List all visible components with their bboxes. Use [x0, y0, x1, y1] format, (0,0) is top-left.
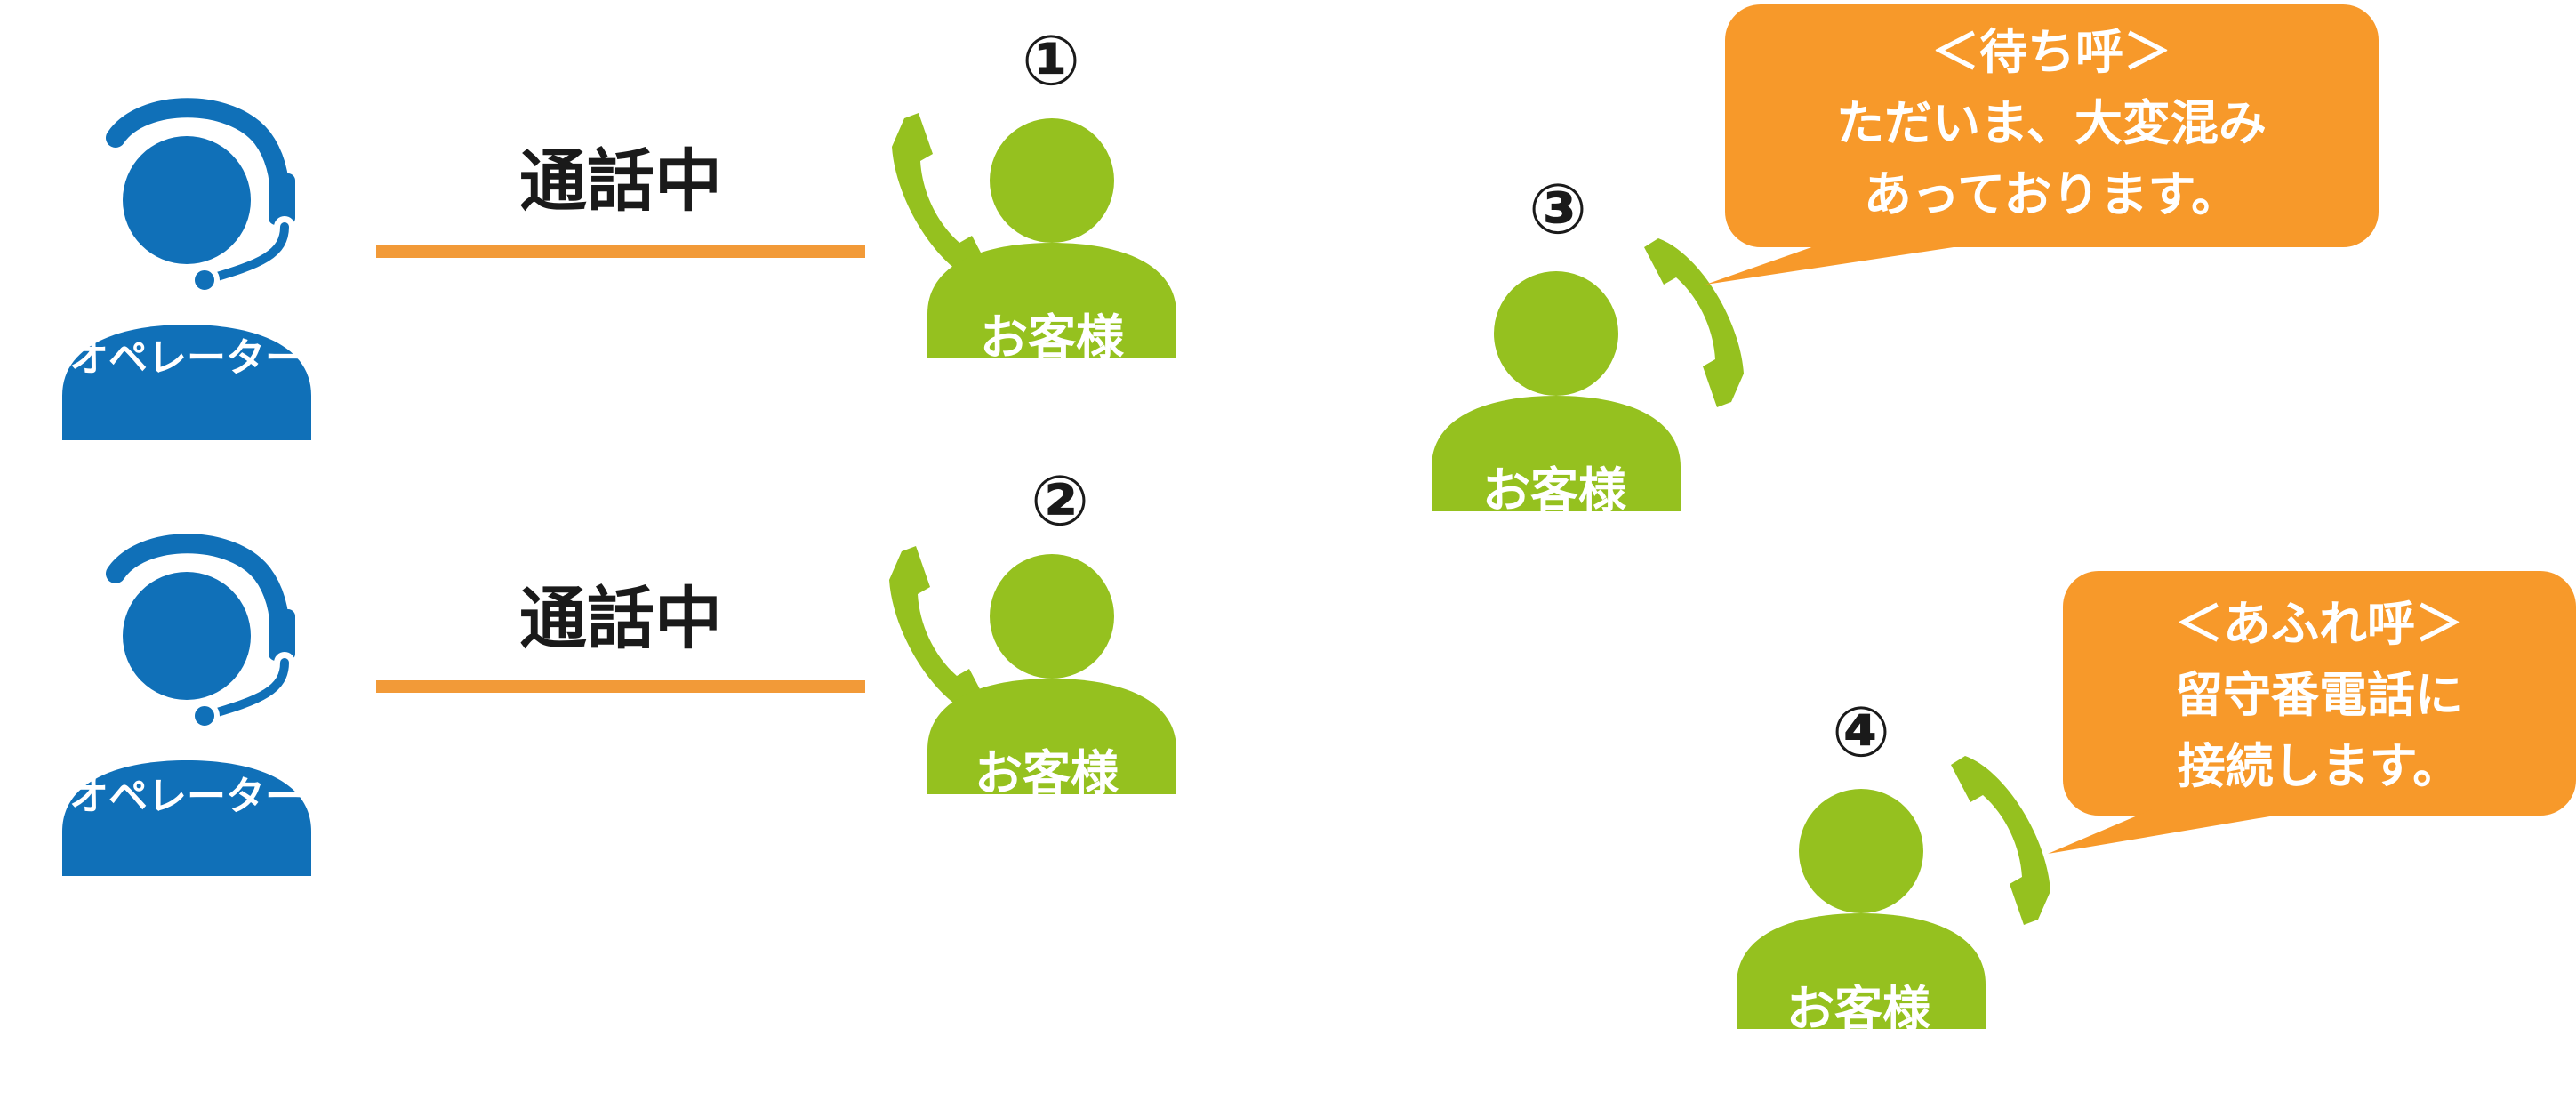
- operator-label: オペレーター: [69, 774, 304, 819]
- customer-label: お客様: [975, 745, 1119, 801]
- customer-label: お客様: [980, 309, 1125, 366]
- bubble-line: ＜あふれ呼＞: [2175, 596, 2463, 652]
- headset-person-icon: [62, 543, 311, 876]
- operator-1: [62, 108, 311, 440]
- customer-3: ③ お客様: [1432, 170, 1744, 518]
- speech-bubble-waiting: ＜待ち呼＞ ただいま、大変混み あっております。: [1705, 4, 2379, 285]
- call-status: 通話中: [519, 141, 722, 221]
- bubble-line: 留守番電話に: [2175, 667, 2463, 723]
- call-status: 通話中: [519, 579, 722, 658]
- customer-label: お客様: [1482, 462, 1627, 518]
- phone-handset-icon: [1644, 238, 1744, 407]
- customer-label: お客様: [1786, 981, 1931, 1037]
- speech-bubble-overflow: ＜あふれ呼＞ 留守番電話に 接続します。: [2048, 571, 2576, 854]
- bubble-line: あっております。: [1864, 166, 2239, 222]
- phone-handset-icon: [1951, 756, 2050, 925]
- customer-number: ①: [1022, 21, 1080, 101]
- bubble-line: ＜待ち呼＞: [1931, 24, 2171, 80]
- customer-number: ④: [1832, 693, 1890, 773]
- bubble-line: ただいま、大変混み: [1836, 95, 2267, 151]
- operator-2: [62, 543, 311, 876]
- bubble-line: 接続します。: [2178, 738, 2461, 794]
- operator-label: オペレーター: [69, 335, 304, 381]
- headset-person-icon: [62, 108, 311, 440]
- customer-number: ③: [1529, 170, 1587, 250]
- customer-2: ② お客様: [889, 462, 1176, 801]
- customer-number: ②: [1031, 462, 1089, 542]
- customer-1: ① お客様: [892, 21, 1176, 366]
- customer-4: ④ お客様: [1737, 693, 2050, 1037]
- phone-handset-icon: [889, 546, 989, 715]
